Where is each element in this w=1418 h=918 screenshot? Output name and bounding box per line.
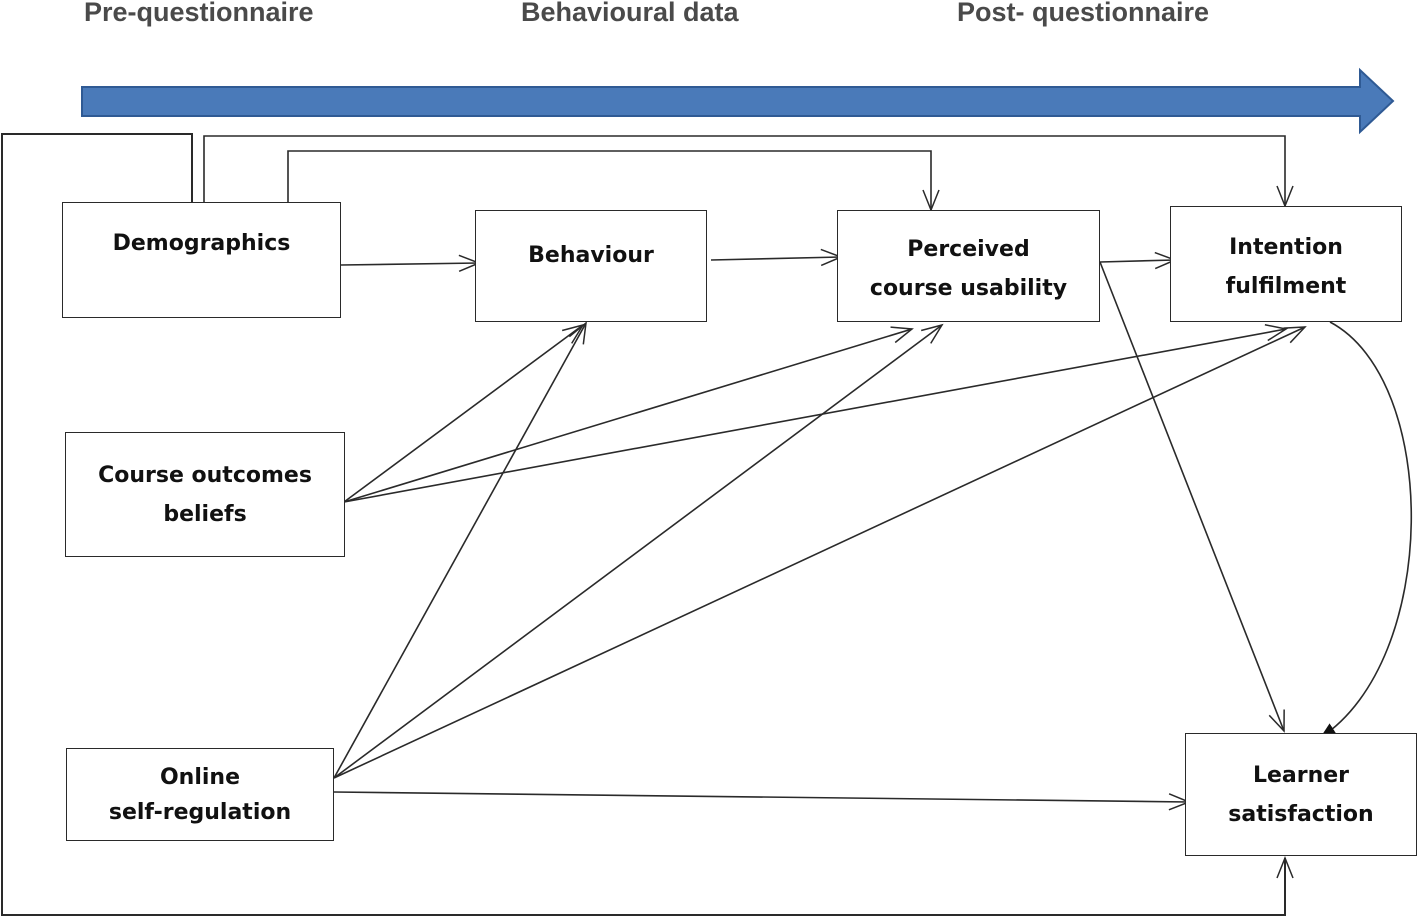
node-online-self-regulation: Online self-regulation xyxy=(66,748,334,841)
edge-demographics-to-behaviour xyxy=(340,263,479,265)
edge-selfreg-to-intention xyxy=(333,327,1305,779)
edge-usability-to-satisfaction xyxy=(1099,261,1284,731)
node-selfreg-label-line2: self-regulation xyxy=(108,799,292,825)
edge-outcomes-to-usability xyxy=(343,329,912,503)
node-outcomes-label-line1: Course outcomes xyxy=(98,462,312,488)
covariance-intention-satisfaction xyxy=(1312,308,1413,739)
edge-behaviour-to-usability xyxy=(710,257,841,260)
node-usability-label-line1: Perceived xyxy=(907,237,1030,262)
node-demographics-label: Demographics xyxy=(112,231,291,256)
edge-selfreg-to-behaviour xyxy=(333,323,586,779)
phase-label-pre-questionnaire: Pre-questionnaire xyxy=(84,0,314,27)
node-behaviour: Behaviour xyxy=(475,210,707,322)
edge-selfreg-to-satisfaction xyxy=(333,791,1189,802)
phase-label-post-questionnaire: Post- questionnaire xyxy=(957,0,1210,27)
edge-outcomes-to-intention xyxy=(343,329,1286,503)
edge-demographics-to-intention xyxy=(203,135,1285,206)
node-satisfaction-label-line1: Learner xyxy=(1252,762,1350,788)
edge-demographics-to-satisfaction xyxy=(1,133,1285,916)
phase-label-behavioural-data: Behavioural data xyxy=(521,0,739,27)
edge-outcomes-to-behaviour xyxy=(343,325,583,503)
node-learner-satisfaction: Learner satisfaction xyxy=(1185,733,1417,856)
node-course-outcomes-beliefs: Course outcomes beliefs xyxy=(65,432,345,557)
node-demographics: Demographics xyxy=(62,202,341,318)
node-outcomes-label-line2: beliefs xyxy=(163,501,247,527)
node-intention-label-line2: fulfilment xyxy=(1225,274,1347,299)
node-intention-label-line1: Intention xyxy=(1229,235,1343,260)
timeline-arrow xyxy=(81,67,1395,135)
edge-usability-to-intention xyxy=(1099,260,1175,262)
node-perceived-course-usability: Perceived course usability xyxy=(837,210,1100,322)
edge-demographics-to-usability xyxy=(287,150,931,210)
node-satisfaction-label-line2: satisfaction xyxy=(1228,801,1374,827)
node-selfreg-label-line1: Online xyxy=(159,764,241,790)
node-behaviour-label: Behaviour xyxy=(528,243,654,268)
node-intention-fulfilment: Intention fulfilment xyxy=(1170,206,1402,322)
edge-selfreg-to-usability xyxy=(333,325,942,779)
node-usability-label-line2: course usability xyxy=(869,276,1068,301)
